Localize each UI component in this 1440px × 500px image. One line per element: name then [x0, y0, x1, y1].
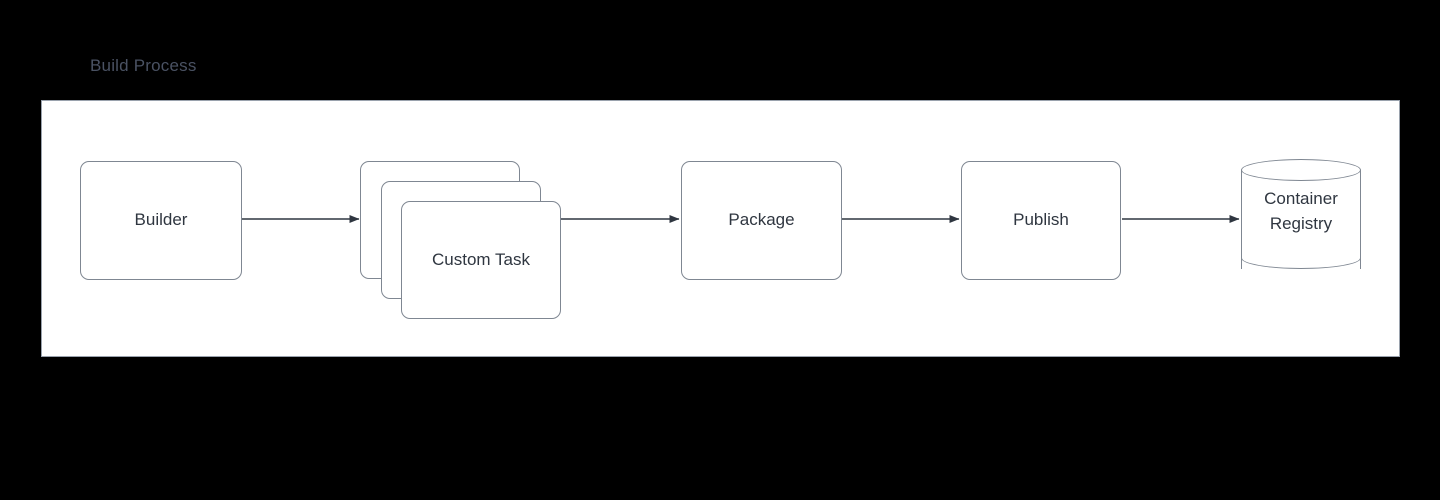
node-builder[interactable]: Builder [80, 161, 242, 280]
node-package-label: Package [728, 210, 795, 230]
diagram-panel: Builder Custom Task Custom Task Custom T… [41, 100, 1400, 357]
node-custom-task-front[interactable]: Custom Task [401, 201, 561, 319]
node-container-registry[interactable]: Container Registry [1241, 159, 1361, 280]
node-package[interactable]: Package [681, 161, 842, 280]
node-publish[interactable]: Publish [961, 161, 1121, 280]
node-publish-label: Publish [1013, 210, 1069, 230]
diagram-canvas: Build Process Builder Custom Task Custom… [41, 56, 1400, 357]
cylinder-top-ellipse [1241, 159, 1361, 181]
page-title: Build Process [90, 56, 197, 75]
edge-arrows [242, 215, 1240, 223]
node-builder-label: Builder [134, 210, 188, 230]
cylinder-body [1241, 170, 1361, 269]
node-container-registry-label: Container Registry [1264, 189, 1338, 233]
node-custom-task-front-label: Custom Task [432, 250, 530, 269]
